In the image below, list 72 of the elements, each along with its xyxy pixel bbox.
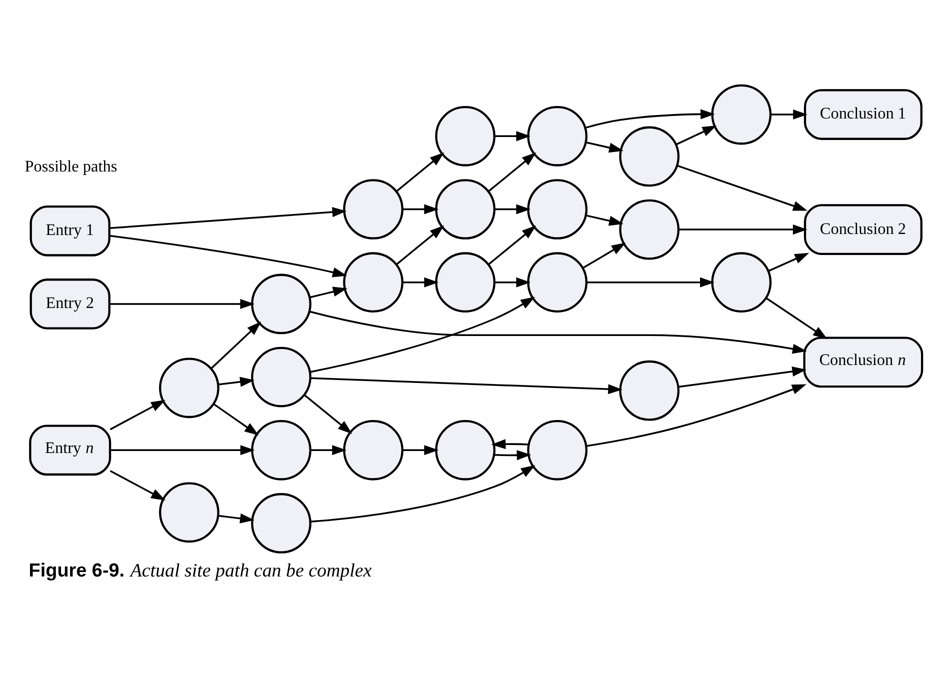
node-circle <box>527 179 588 240</box>
node-circle <box>435 420 496 480</box>
node-circle <box>711 84 772 145</box>
arrow <box>494 450 532 460</box>
node-circle <box>619 360 680 421</box>
arrow <box>678 224 808 235</box>
arrow <box>304 394 352 434</box>
arrow <box>310 377 622 394</box>
arrow <box>491 439 528 450</box>
arrow <box>488 152 536 192</box>
arrow <box>494 131 531 142</box>
node-box: Conclusion n <box>803 336 924 388</box>
node-circle <box>343 420 404 480</box>
node-circle <box>619 199 680 260</box>
node-circle <box>711 252 772 313</box>
arrow <box>310 296 536 373</box>
arrow <box>585 109 715 129</box>
node-box: Entry 2 <box>30 278 110 330</box>
node-circle <box>435 106 496 166</box>
arrow <box>676 125 717 146</box>
caption: Figure 6-9. Actual site path can be complex <box>28 560 372 582</box>
arrow <box>586 384 806 447</box>
node-circle <box>251 493 312 554</box>
node-circle <box>435 252 496 313</box>
node-circle <box>343 179 404 240</box>
arrow <box>488 225 536 265</box>
arrow <box>218 376 254 387</box>
arrow <box>110 470 166 500</box>
arrow <box>582 242 626 269</box>
arrow <box>396 225 444 265</box>
arrow <box>402 277 439 288</box>
node-box: Entry n <box>29 424 112 476</box>
arrow <box>402 445 439 456</box>
node-circle <box>159 482 220 543</box>
node-circle <box>159 358 220 418</box>
node-circle <box>527 252 588 313</box>
arrow <box>770 109 808 120</box>
arrow <box>396 152 444 192</box>
node-circle <box>527 106 588 166</box>
arrow <box>109 207 347 230</box>
arrow <box>110 445 255 456</box>
arrow <box>766 297 828 340</box>
arrow <box>494 277 531 288</box>
arrow <box>676 164 808 211</box>
arrow <box>218 513 254 524</box>
arrow <box>310 465 536 523</box>
arrow <box>678 366 807 388</box>
node-box: Entry 1 <box>30 205 110 256</box>
arrow <box>110 298 255 310</box>
arrow <box>213 403 259 436</box>
arrow <box>310 286 348 298</box>
arrow <box>210 322 262 370</box>
node-circle <box>435 179 496 240</box>
arrow <box>310 445 346 456</box>
arrow <box>586 142 624 153</box>
node-circle <box>251 274 312 334</box>
node-box: Conclusion 2 <box>804 204 922 255</box>
label: Possible paths <box>24 157 118 176</box>
node-circle <box>251 346 312 408</box>
node-circle <box>343 252 404 313</box>
node-box: Conclusion 1 <box>804 89 922 140</box>
arrow <box>494 204 531 214</box>
node-circle <box>251 420 312 480</box>
arrow <box>110 234 348 278</box>
node-circle <box>527 420 588 480</box>
node-circle <box>619 126 680 187</box>
arrow <box>402 204 439 214</box>
arrow <box>586 214 624 226</box>
arrow <box>768 252 810 272</box>
arrow <box>110 400 166 430</box>
arrow <box>309 310 807 354</box>
arrow <box>586 277 714 288</box>
